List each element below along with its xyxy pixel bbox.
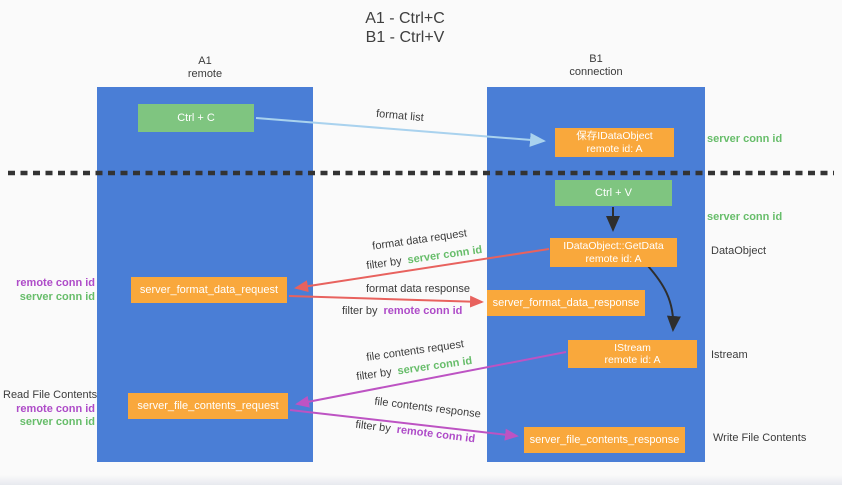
node-server-format-data-response: server_format_data_response xyxy=(487,290,645,316)
node-format-request-label: server_format_data_request xyxy=(139,283,279,296)
node-file-response-label: server_file_contents_response xyxy=(529,433,680,446)
column-a1-role: remote xyxy=(187,68,223,80)
remote-conn-id-text: remote conn id xyxy=(396,423,476,446)
write-file-contents-text: Write File Contents xyxy=(713,432,807,444)
column-header-a1: A1 remote xyxy=(97,55,313,81)
node-format-response-label: server_format_data_response xyxy=(492,296,640,309)
node-save-idataobject-line2: remote id: A xyxy=(586,142,643,155)
format-data-response-text: format data response xyxy=(366,283,470,295)
format-list-text: format list xyxy=(375,107,425,125)
bottom-fade xyxy=(0,475,842,485)
column-b1-id: B1 xyxy=(589,53,603,65)
edge-label-format-data-response: format data response xyxy=(366,283,470,296)
column-a1-id: A1 xyxy=(198,55,212,67)
title-line-2: B1 - Ctrl+V xyxy=(365,29,445,46)
column-b1-role: connection xyxy=(569,66,623,78)
node-istream-line1: IStream xyxy=(614,341,651,354)
filter-by-text: filter by xyxy=(354,418,392,435)
node-getdata-line2: remote id: A xyxy=(585,252,642,265)
node-ctrl-c-label: Ctrl + C xyxy=(177,111,215,124)
format-data-response-arrow xyxy=(288,295,484,308)
side-label-dataobject: DataObject xyxy=(711,245,766,258)
server-conn-id-label: server conn id xyxy=(19,416,95,428)
node-server-file-contents-request: server_file_contents_request xyxy=(128,393,288,419)
server-conn-id-text: server conn id xyxy=(406,243,483,267)
dataobject-text: DataObject xyxy=(711,245,767,257)
side-group-format-request-ids: remote conn id server conn id xyxy=(8,277,95,304)
istream-text: Istream xyxy=(711,349,748,361)
filter-by-text: filter by xyxy=(365,255,403,273)
edge-label-filter-by-remote-conn-id-1: filter by remote conn id xyxy=(342,305,462,318)
node-istream: IStream remote id: A xyxy=(568,340,697,368)
diagram-title: A1 - Ctrl+C B1 - Ctrl+V xyxy=(0,9,810,47)
edge-label-file-contents-response: file contents response xyxy=(374,396,482,422)
node-getdata-line1: IDataObject::GetData xyxy=(563,240,664,252)
remote-conn-id-label: remote conn id xyxy=(16,402,95,415)
server-conn-id-top-text: server conn id xyxy=(707,133,783,145)
side-label-server-conn-id-mid: server conn id xyxy=(707,211,782,224)
file-contents-response-text: file contents response xyxy=(373,395,482,421)
node-idataobject-getdata: IDataObject::GetData remote id: A xyxy=(550,238,677,267)
remote-conn-id-text: remote conn id xyxy=(383,305,463,317)
side-label-server-conn-id-top: server conn id xyxy=(707,133,782,146)
edge-label-filter-by-remote-conn-id-2: filter by remote conn id xyxy=(355,419,476,447)
server-conn-id-label: server conn id xyxy=(19,290,95,303)
node-file-request-label: server_file_contents_request xyxy=(137,399,279,412)
side-group-file-request-ids: Read File Contents remote conn id server… xyxy=(3,389,98,430)
edge-label-format-list: format list xyxy=(376,108,425,125)
remote-conn-id-label: remote conn id xyxy=(16,277,95,289)
filter-by-text: filter by xyxy=(355,366,393,384)
node-ctrl-c: Ctrl + C xyxy=(138,104,254,132)
title-line-1: A1 - Ctrl+C xyxy=(365,10,445,27)
node-save-idataobject-line1: 保存IDataObject xyxy=(576,130,653,142)
node-server-format-data-request: server_format_data_request xyxy=(131,277,287,303)
side-label-write-file-contents: Write File Contents xyxy=(713,432,806,445)
side-label-istream: Istream xyxy=(711,349,748,362)
node-server-file-contents-response: server_file_contents_response xyxy=(524,427,685,453)
node-save-idataobject: 保存IDataObject remote id: A xyxy=(555,128,674,157)
node-istream-line2: remote id: A xyxy=(604,354,661,366)
column-header-b1: B1 connection xyxy=(487,53,705,79)
server-conn-id-mid-text: server conn id xyxy=(707,211,783,223)
node-ctrl-v-label: Ctrl + V xyxy=(595,186,632,199)
filter-by-text: filter by xyxy=(342,305,378,317)
read-file-contents-label: Read File Contents xyxy=(3,389,98,401)
node-ctrl-v: Ctrl + V xyxy=(555,180,672,206)
